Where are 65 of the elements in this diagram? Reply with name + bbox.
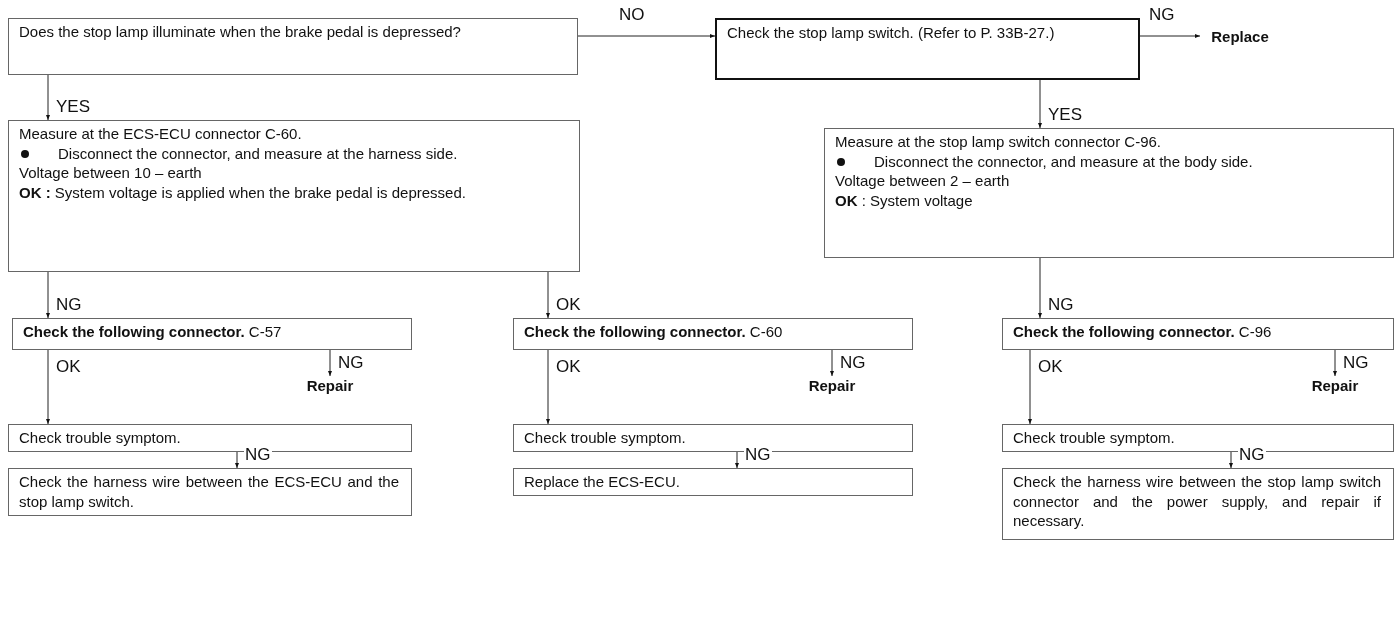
edge-label: YES <box>1047 106 1084 123</box>
box-text: Check the stop lamp switch. (Refer to P. 33B-27.) <box>727 24 1055 41</box>
arrow <box>735 451 739 469</box>
process-box <box>513 468 913 496</box>
edge-label: OK <box>1037 358 1064 375</box>
box-text: OK : System voltage <box>835 191 973 209</box>
box-text: Disconnect the connector, and measure at the harness side. <box>58 144 458 162</box>
arrow <box>546 349 550 425</box>
arrow <box>1038 79 1042 129</box>
box-text: Does the stop lamp illuminate when the brake pedal is depressed? <box>19 23 461 40</box>
edge-label: NG <box>1148 6 1176 23</box>
edge-label: OK <box>55 358 82 375</box>
edge-label: NG <box>1047 296 1075 313</box>
edge-label: NG <box>744 446 772 463</box>
edge-label: OK <box>555 296 582 313</box>
process-box <box>8 468 412 516</box>
box-text: Measure at the stop lamp switch connector C-96. <box>835 133 1161 150</box>
process-box <box>1002 318 1394 350</box>
process-box <box>12 318 412 350</box>
box-text: Measure at the ECS-ECU connector C-60. <box>19 125 302 142</box>
edge-label: OK <box>555 358 582 375</box>
action-label: Repair <box>1300 376 1370 398</box>
box-text: Check trouble symptom. <box>524 429 686 446</box>
box-text: Check the following connector. C-60 <box>524 323 783 340</box>
box-text: Voltage between 2 – earth <box>835 172 1010 189</box>
arrow <box>1038 257 1042 319</box>
arrow <box>46 271 50 319</box>
decision-box <box>8 18 578 75</box>
action-label: Repair <box>797 376 867 398</box>
process-box <box>715 18 1140 80</box>
arrow <box>46 74 50 121</box>
edge-label: NG <box>1238 446 1266 463</box>
edge-label: NG <box>55 296 83 313</box>
box-text: Disconnect the connector, and measure at the body side. <box>874 152 1253 170</box>
edge-label: NG <box>839 354 867 371</box>
process-box <box>8 120 580 272</box>
edge-label: NG <box>1342 354 1370 371</box>
arrow <box>235 451 239 469</box>
arrow <box>1229 451 1233 469</box>
arrow <box>830 349 834 377</box>
process-box <box>513 318 913 350</box>
box-text: Check the following connector. C-57 <box>23 323 282 340</box>
arrow <box>328 349 332 377</box>
box-text: Voltage between 10 – earth <box>19 164 202 181</box>
arrow <box>577 34 716 38</box>
edge-label: NO <box>618 6 646 23</box>
box-text: Check the following connector. C-96 <box>1013 323 1272 340</box>
box-text: Check the harness wire between the ECS-ECU and the stop lamp switch. <box>19 473 399 510</box>
arrow <box>546 271 550 319</box>
edge-label: NG <box>244 446 272 463</box>
process-box <box>824 128 1394 258</box>
box-text: OK : System voltage is applied when the brake pedal is depressed. <box>19 183 466 201</box>
arrow <box>1333 349 1337 377</box>
action-label: Replace <box>1200 27 1280 49</box>
arrow <box>1139 34 1201 38</box>
edge-label: YES <box>55 98 92 115</box>
box-text: Check trouble symptom. <box>1013 429 1175 446</box>
box-text: Check the harness wire between the stop lamp switch connector and the power supply, and repair if necessary. <box>1013 473 1381 529</box>
edge-label: NG <box>337 354 365 371</box>
action-label: Repair <box>295 376 365 398</box>
box-text: Replace the ECS-ECU. <box>524 473 680 490</box>
box-text: Check trouble symptom. <box>19 429 181 446</box>
process-box <box>1002 468 1394 540</box>
arrow <box>1028 349 1032 425</box>
arrow <box>46 349 50 425</box>
